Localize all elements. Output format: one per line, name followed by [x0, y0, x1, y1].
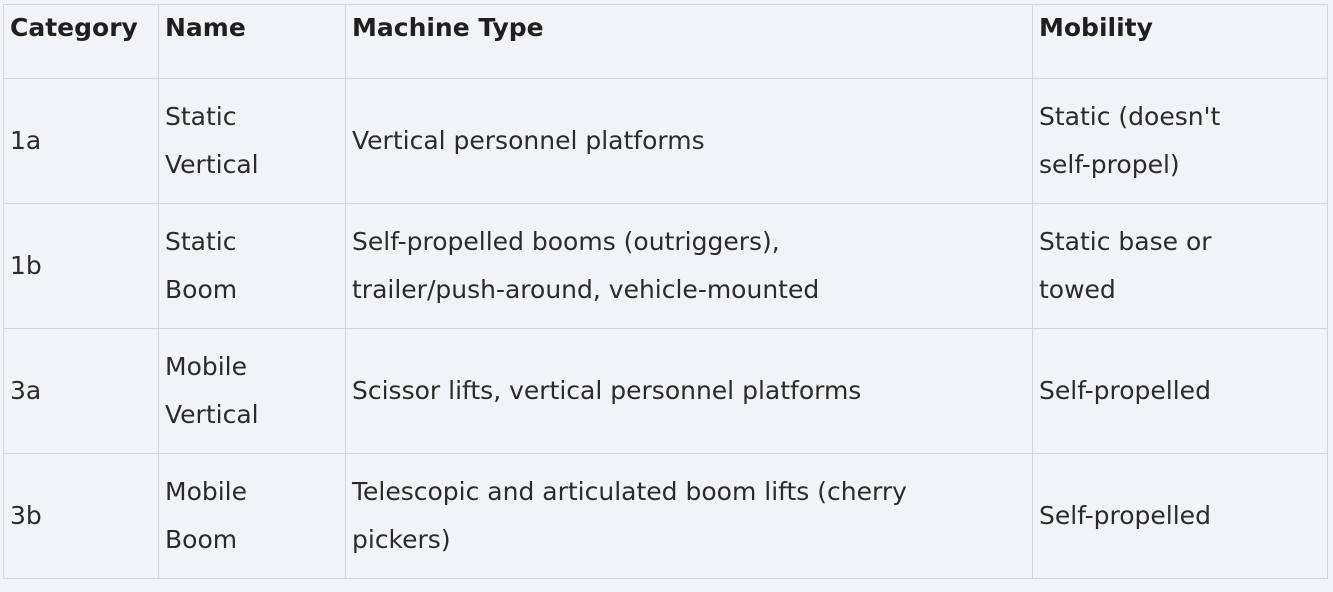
cell-category: 1a	[3, 78, 159, 204]
cell-mobility: Static base or towed	[1032, 203, 1328, 329]
table-row: 3b Mobile Boom Telescopic and articulate…	[3, 453, 1328, 579]
cell-machine-type: Self-propelled booms (outriggers), trail…	[345, 203, 1033, 329]
cell-name: Mobile Boom	[158, 453, 346, 579]
cell-name: Mobile Vertical	[158, 328, 346, 454]
cell-mobility: Static (doesn't self-propel)	[1032, 78, 1328, 204]
header-category: Category	[3, 4, 159, 79]
header-name: Name	[158, 4, 346, 79]
cell-category: 1b	[3, 203, 159, 329]
table-row: 1b Static Boom Self-propelled booms (out…	[3, 203, 1328, 329]
cell-name: Static Boom	[158, 203, 346, 329]
table-container: Category Name Machine Type Mobility 1a S…	[3, 4, 1328, 579]
table-row: 3a Mobile Vertical Scissor lifts, vertic…	[3, 328, 1328, 454]
cell-machine-type: Vertical personnel platforms	[345, 78, 1033, 204]
cell-mobility: Self-propelled	[1032, 328, 1328, 454]
machine-category-table: Category Name Machine Type Mobility 1a S…	[3, 4, 1328, 579]
table-row: 1a Static Vertical Vertical personnel pl…	[3, 78, 1328, 204]
cell-category: 3b	[3, 453, 159, 579]
cell-mobility: Self-propelled	[1032, 453, 1328, 579]
header-row: Category Name Machine Type Mobility	[3, 4, 1328, 79]
cell-machine-type: Telescopic and articulated boom lifts (c…	[345, 453, 1033, 579]
header-mobility: Mobility	[1032, 4, 1328, 79]
table-body: 1a Static Vertical Vertical personnel pl…	[3, 78, 1328, 579]
cell-machine-type: Scissor lifts, vertical personnel platfo…	[345, 328, 1033, 454]
cell-name: Static Vertical	[158, 78, 346, 204]
header-machine-type: Machine Type	[345, 4, 1033, 79]
cell-category: 3a	[3, 328, 159, 454]
table-header: Category Name Machine Type Mobility	[3, 4, 1328, 79]
